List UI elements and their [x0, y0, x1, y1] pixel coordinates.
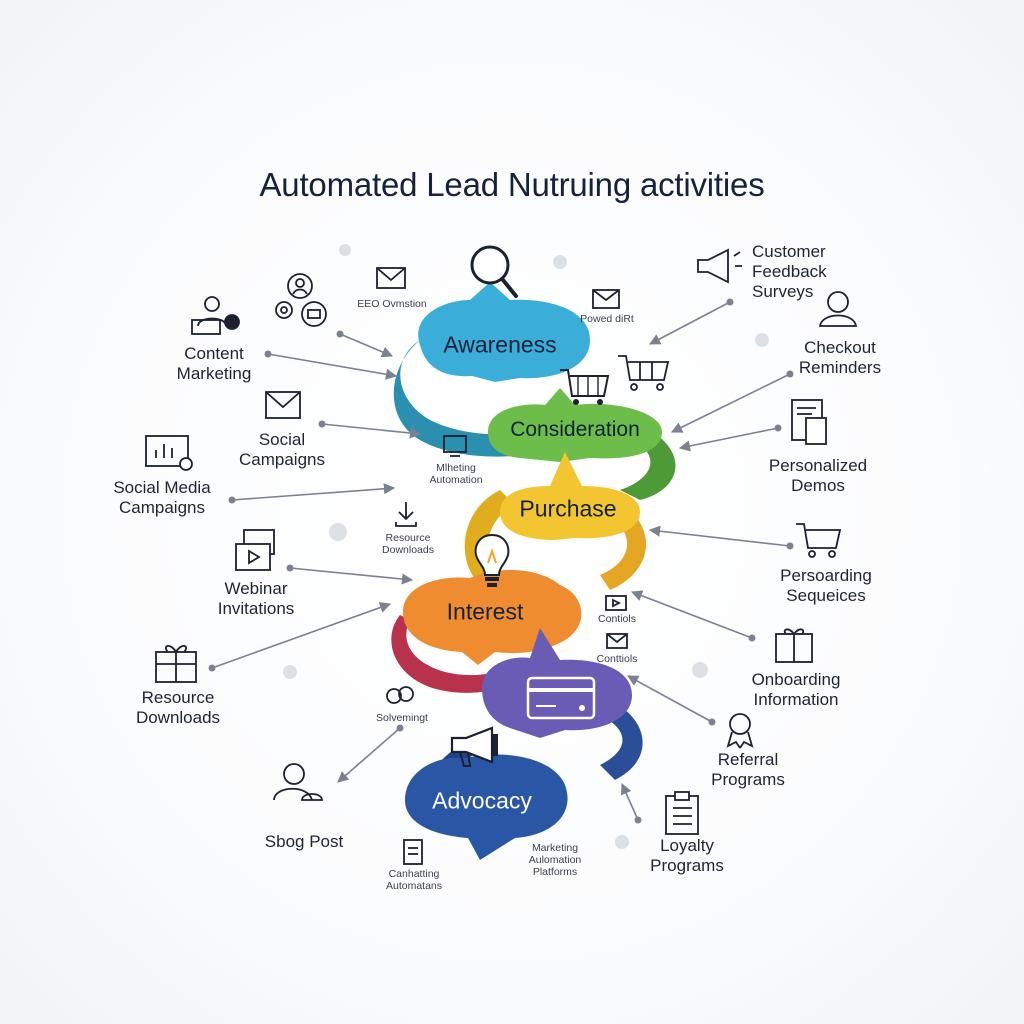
small-resource-downloads: Resource Downloads — [382, 532, 434, 556]
decorative-faint-icons — [283, 244, 769, 849]
label-blog-post: Sbog Post — [264, 832, 344, 851]
label-loyalty-programs: Loyalty Programs — [650, 836, 724, 875]
label-customer-feedback-surveys: Customer Feedback Surveys — [752, 242, 827, 301]
video-icon — [605, 595, 627, 611]
gift-icon — [775, 628, 813, 663]
page-title: Automated Lead Nutruing activities — [259, 166, 765, 203]
shopping-cart-icon — [560, 369, 610, 405]
person-cloud-icon — [273, 763, 323, 801]
small-powered: Powed diRt — [580, 313, 634, 325]
label-social-campaigns: Social Campaigns — [239, 430, 325, 469]
advocacy-shape — [405, 754, 568, 860]
shopping-cart-icon — [618, 355, 670, 391]
small-seo-automation: EEO Ovmstion — [357, 298, 427, 310]
purchase-ribbon — [464, 490, 515, 585]
label-personalized-demos: Personalized Demos — [768, 456, 868, 495]
consideration-shape — [488, 388, 662, 462]
document-icon — [403, 839, 423, 865]
chat-icon — [301, 301, 327, 327]
envelope-icon — [376, 267, 406, 289]
stage-consideration: Consideration — [510, 418, 640, 441]
monitor-chart-icon — [145, 435, 193, 471]
megaphone-icon — [697, 248, 742, 284]
label-webinar-invitations: Webinar Invitations — [217, 579, 295, 618]
award-icon — [726, 713, 754, 749]
user-circle-icon — [287, 273, 313, 299]
label-onboarding-information: Onboarding Information — [751, 670, 841, 709]
awareness-ribbon — [393, 340, 560, 457]
gear-icon — [275, 301, 293, 319]
gift-icon — [155, 645, 197, 683]
purchase-ribbon-right — [600, 510, 647, 590]
small-marketing-automation: Mlheting Automation — [429, 462, 483, 486]
person-laptop-icon — [191, 296, 240, 335]
user-icon — [818, 291, 858, 327]
monitor-icon — [443, 435, 467, 457]
purchase-shape — [500, 452, 640, 540]
envelope-icon — [606, 633, 628, 649]
arrow-dots — [208, 298, 794, 824]
small-marketing-platforms: Marketing Aulomation Platforms — [528, 842, 582, 878]
label-content-marketing: Content Marketing — [176, 344, 252, 383]
envelope-icon — [265, 391, 301, 419]
awareness-shape — [418, 282, 590, 382]
label-persoarding-sequences: Persoarding Sequeices — [780, 566, 872, 605]
label-checkout-reminders: Checkout Reminders — [798, 338, 882, 377]
shopping-cart-icon — [796, 523, 842, 558]
stage-interest: Interest — [446, 598, 524, 625]
stage-advocacy: Advocacy — [432, 787, 532, 814]
megaphone-icon — [450, 726, 498, 767]
small-campaign-automations: Canhatting Automatans — [385, 868, 443, 892]
label-referral-programs: Referral Programs — [711, 750, 785, 789]
label-social-media-campaigns: Social Media Campaigns — [113, 478, 211, 517]
small-submitting: Solvemingt — [376, 712, 428, 724]
credit-card-icon — [526, 676, 596, 720]
download-icon — [395, 502, 417, 527]
document-chart-icon — [791, 399, 827, 445]
stage-purchase: Purchase — [519, 495, 617, 522]
stage-awareness: Awareness — [443, 331, 557, 358]
label-resource-downloads: Resource Downloads — [135, 688, 221, 727]
interest-ribbon — [391, 615, 520, 693]
envelope-icon — [592, 289, 620, 309]
connector-arrows — [211, 301, 791, 821]
people-icon — [386, 686, 414, 704]
magnifier-icon — [470, 245, 518, 298]
consideration-ribbon — [620, 430, 676, 500]
clipboard-icon — [665, 791, 699, 835]
video-icon — [235, 529, 275, 571]
small-contacts-2: Conttiols — [596, 653, 638, 665]
lightbulb-icon — [474, 533, 510, 587]
small-contacts-1: Contiols — [598, 613, 636, 625]
